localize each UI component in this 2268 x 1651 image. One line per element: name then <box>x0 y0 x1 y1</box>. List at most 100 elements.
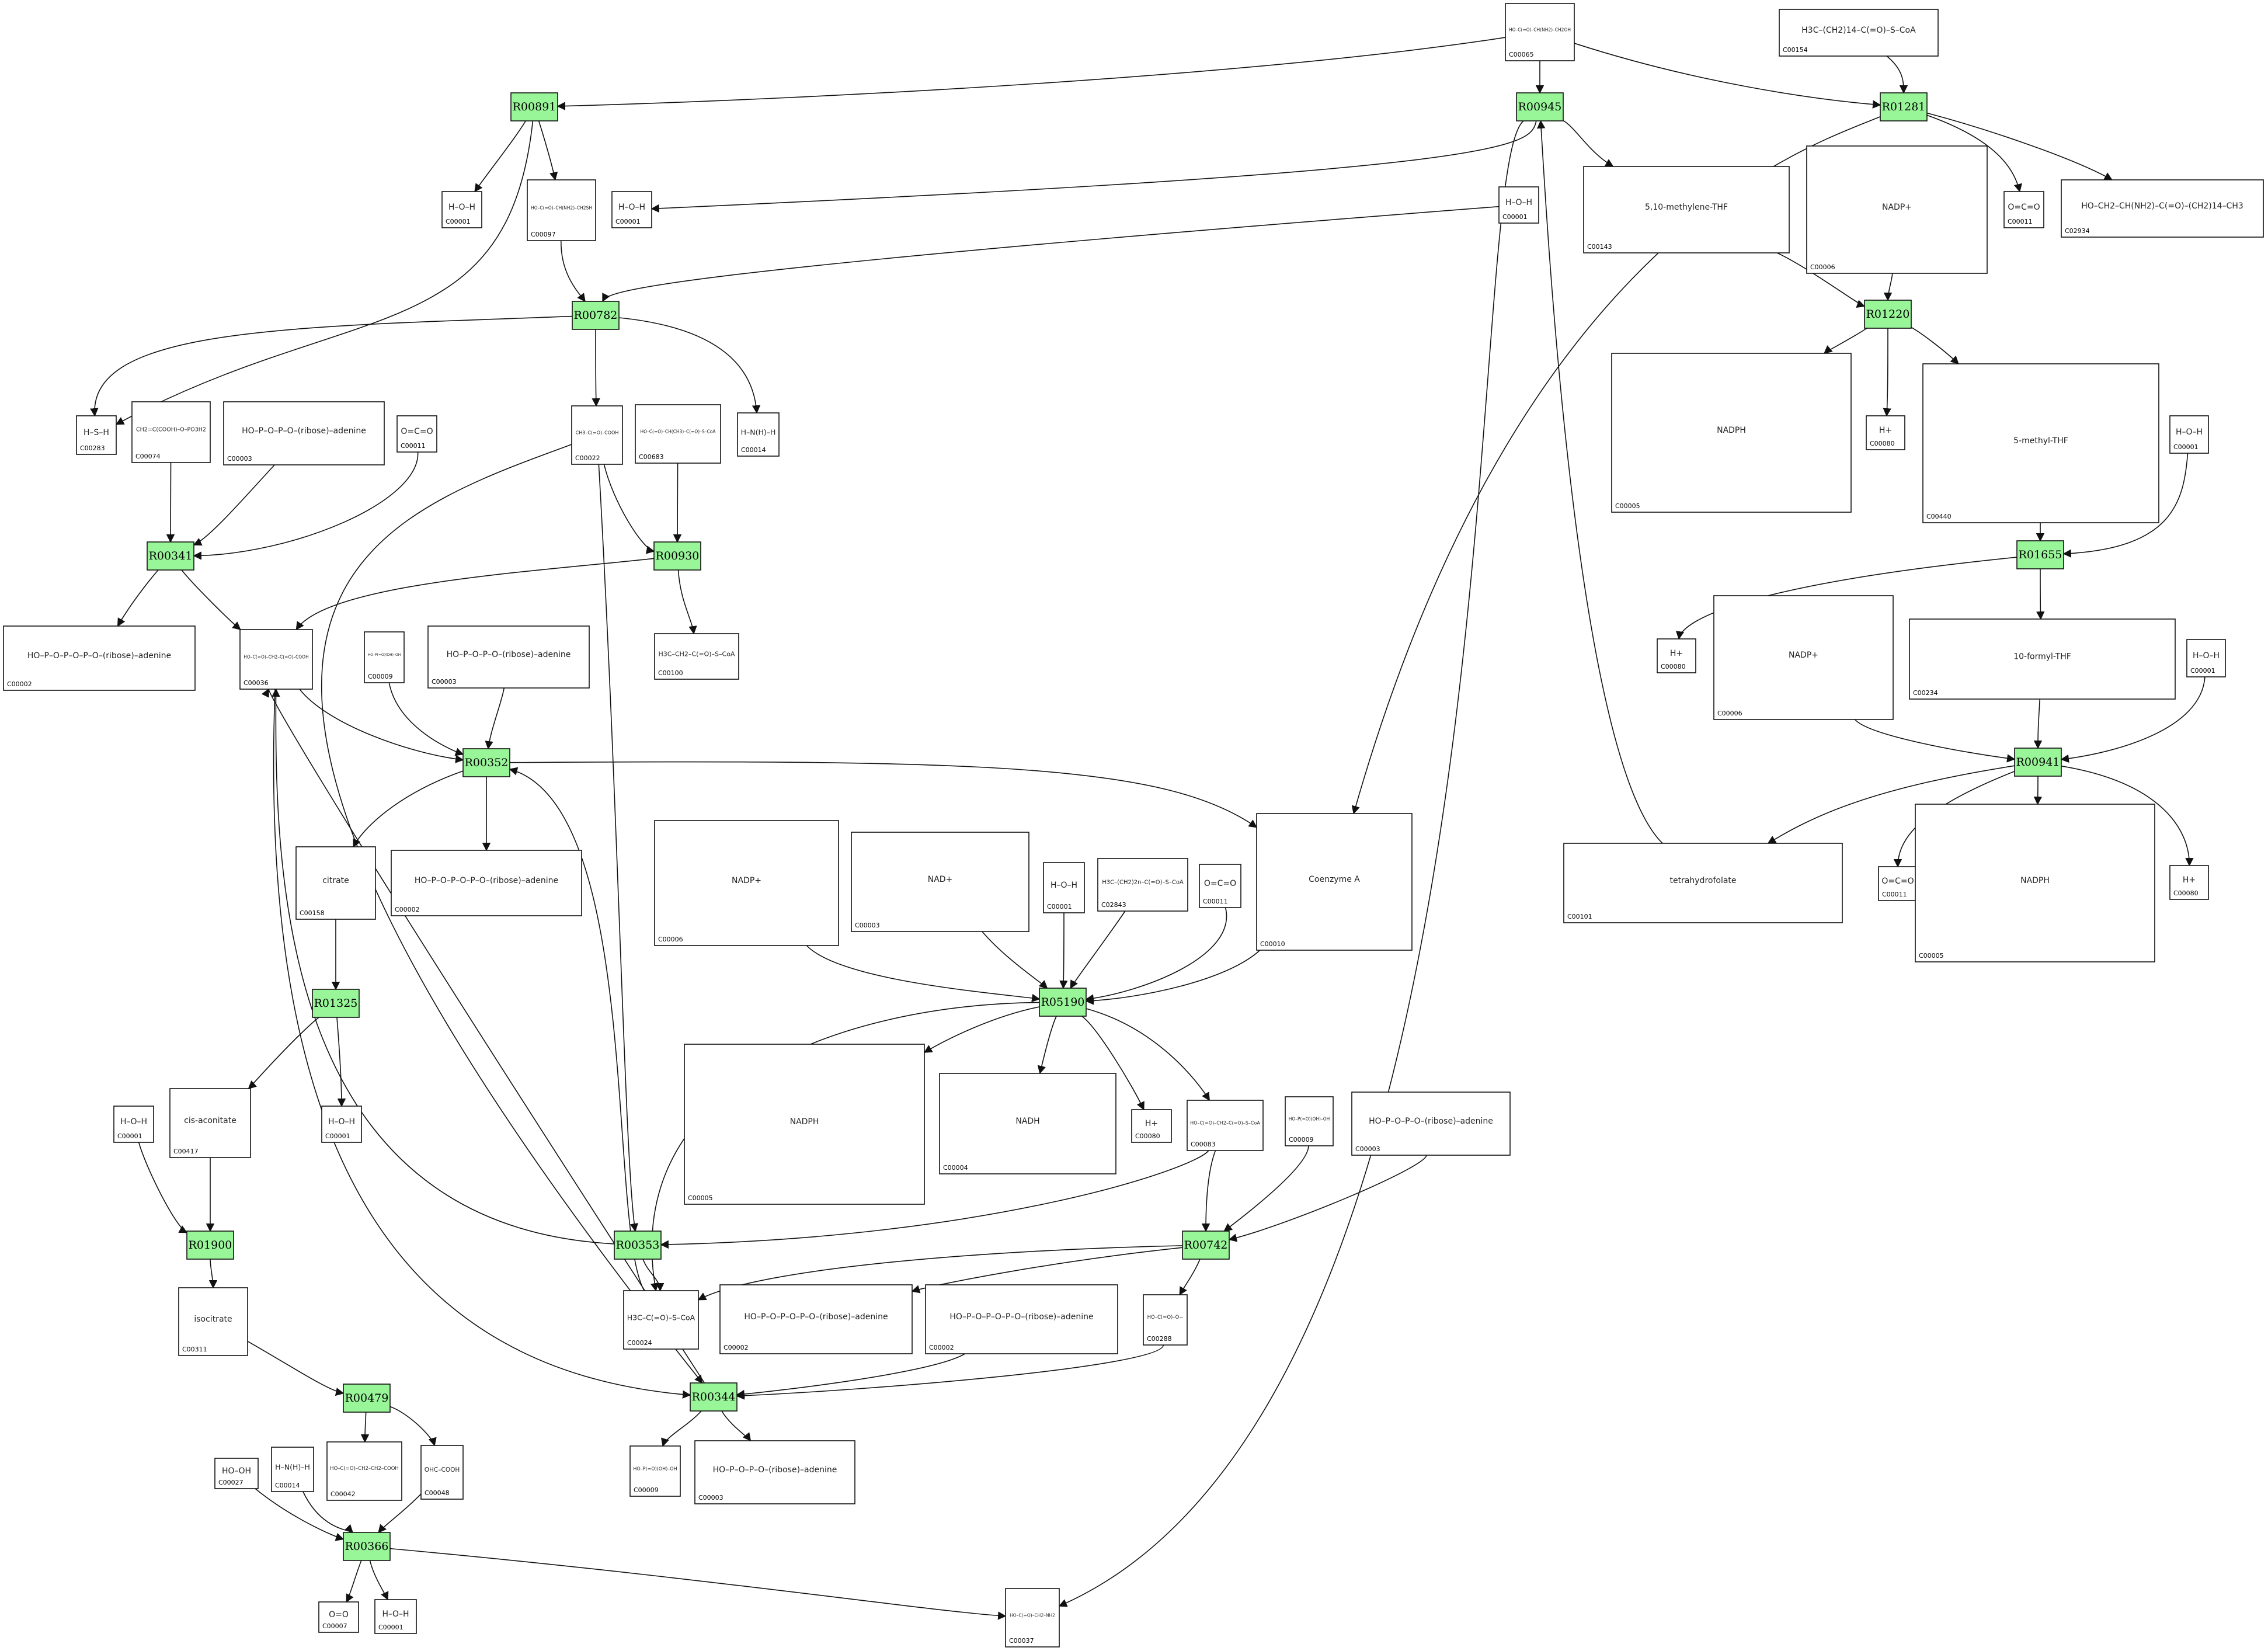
reaction-r01325[interactable]: R01325 <box>312 989 360 1018</box>
reaction-r00341[interactable]: R00341 <box>147 541 194 571</box>
compound-c00003[interactable]: NAD+C00003 <box>851 832 1029 932</box>
compound-c00080[interactable]: H+C00080 <box>1131 1109 1172 1143</box>
compound-c00006[interactable]: NADP+C00006 <box>654 820 839 946</box>
reaction-r00891[interactable]: R00891 <box>510 92 558 121</box>
reaction-box <box>1516 92 1564 121</box>
reaction-r01655[interactable]: R01655 <box>2016 540 2064 569</box>
reaction-box <box>572 301 620 330</box>
edge-5 <box>538 120 558 181</box>
compound-structure: H–O–H <box>1050 881 1077 890</box>
reaction-r00930[interactable]: R00930 <box>653 541 701 571</box>
reaction-r01220[interactable]: R01220 <box>1864 300 1912 329</box>
reaction-r00782[interactable]: R00782 <box>572 301 620 330</box>
compound-box <box>326 1441 402 1501</box>
reaction-r05190[interactable]: R05190 <box>1039 988 1087 1017</box>
reaction-r00366[interactable]: R00366 <box>343 1532 391 1561</box>
reaction-label: R00782 <box>574 309 618 322</box>
reaction-r00479[interactable]: R00479 <box>343 1384 391 1413</box>
compound-id: C00001 <box>2190 667 2215 675</box>
compound-c00080[interactable]: H+C00080 <box>2169 865 2209 900</box>
compound-c00006[interactable]: NADP+C00006 <box>1806 145 1988 274</box>
edge-16 <box>602 206 1500 303</box>
reaction-r00344[interactable]: R00344 <box>690 1382 738 1412</box>
compound-id: C00083 <box>1191 1141 1216 1148</box>
compound-c00080[interactable]: H+C00080 <box>1657 638 1696 673</box>
reaction-r00352[interactable]: R00352 <box>462 748 510 777</box>
reaction-label: R01900 <box>189 1239 232 1252</box>
reaction-r00353[interactable]: R00353 <box>614 1231 662 1260</box>
compound-structure: H–O–H <box>618 203 645 212</box>
reaction-r00945[interactable]: R00945 <box>1516 92 1564 121</box>
compound-id: C00011 <box>1203 898 1228 905</box>
reaction-label: R00891 <box>513 100 556 113</box>
reaction-r01900[interactable]: R01900 <box>186 1231 234 1260</box>
reaction-label: R01281 <box>1882 100 1926 113</box>
compound-c00006[interactable]: NADP+C00006 <box>1713 595 1894 720</box>
reaction-r00941[interactable]: R00941 <box>2014 748 2062 777</box>
compound-c00288[interactable]: HO–C(=O)–O−C00288 <box>1143 1294 1188 1346</box>
reaction-r00742[interactable]: R00742 <box>1182 1231 1230 1260</box>
compound-c00080[interactable]: H+C00080 <box>1866 415 1905 450</box>
reaction-r01281[interactable]: R01281 <box>1880 92 1928 121</box>
edge-7 <box>651 120 1537 213</box>
